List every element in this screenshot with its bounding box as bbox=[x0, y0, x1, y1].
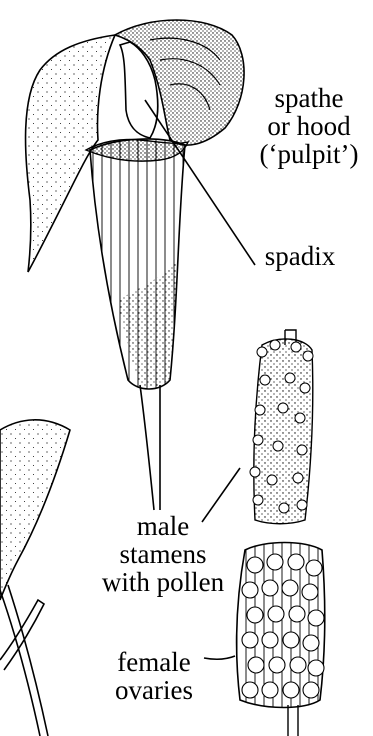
flower-tube bbox=[86, 139, 188, 389]
spathe-label: spathe or hood (‘pulpit’) bbox=[254, 84, 364, 168]
spadix-detail bbox=[237, 330, 325, 736]
spathe-label-line2: or hood bbox=[254, 112, 364, 140]
spathe-label-line1: spathe bbox=[254, 84, 364, 112]
male-label-line1: male bbox=[98, 512, 228, 540]
male-label-line3: with pollen bbox=[98, 568, 228, 596]
male-section bbox=[254, 339, 313, 524]
leaf bbox=[0, 420, 70, 736]
male-label-line2: stamens bbox=[98, 540, 228, 568]
leaf-blade bbox=[0, 420, 70, 600]
flower-stalk bbox=[140, 385, 160, 510]
detail-base-stem bbox=[288, 705, 298, 736]
spadix-label: spadix bbox=[255, 242, 345, 270]
spathe-label-line3: (‘pulpit’) bbox=[254, 140, 364, 168]
female-ovaries-label: female ovaries bbox=[104, 648, 204, 704]
female-label-line2: ovaries bbox=[104, 676, 204, 704]
male-stamens-label: male stamens with pollen bbox=[98, 512, 228, 596]
female-pointer bbox=[204, 656, 235, 659]
female-label-line1: female bbox=[104, 648, 204, 676]
leaf-stem-2 bbox=[0, 585, 48, 736]
